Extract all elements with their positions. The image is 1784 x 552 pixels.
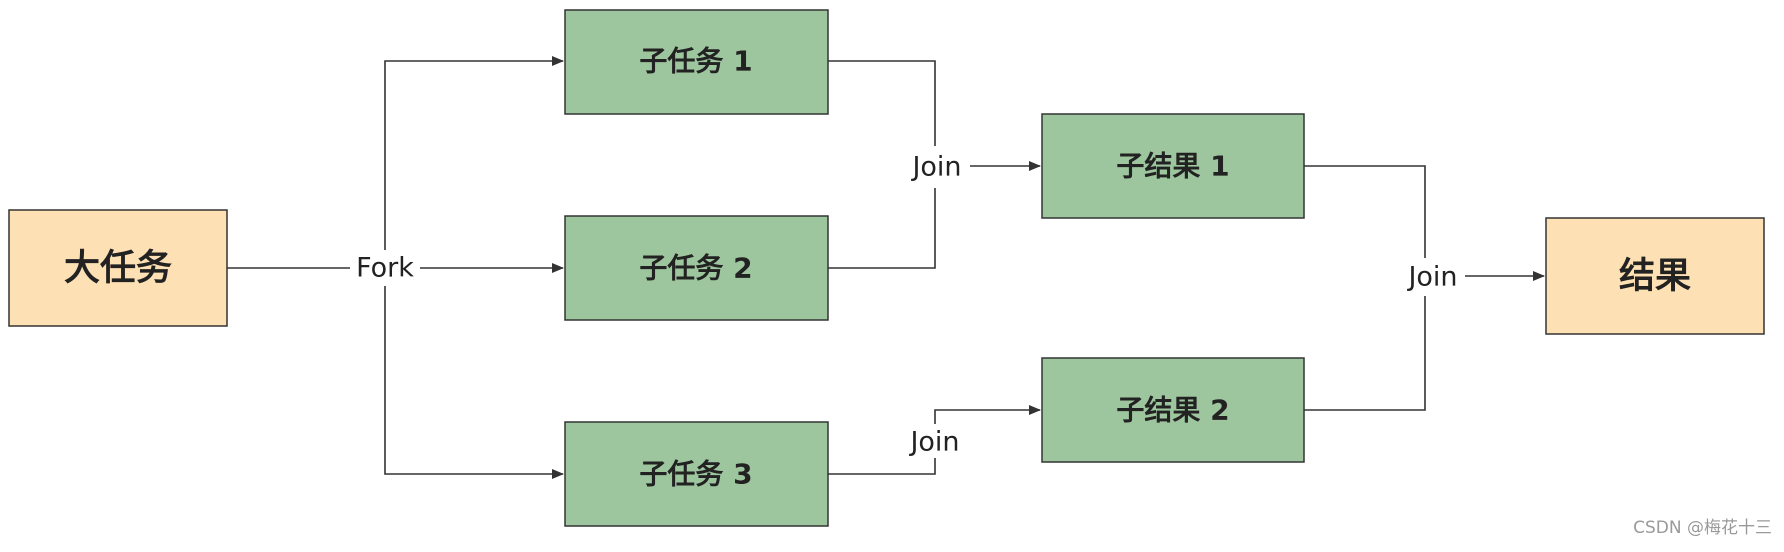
node-big-task: 大任务	[8, 209, 228, 327]
arrow-fork-to-subtask-1	[384, 56, 564, 250]
join-1-label: Join	[910, 152, 961, 183]
line-subtask-3-to-join-2	[828, 458, 936, 475]
subtask-3-box	[564, 421, 829, 527]
subresult-2-label: 子结果 2	[1116, 394, 1229, 427]
node-subtask-2: 子任务 2	[564, 215, 829, 321]
line-subresult-2-to-join-final	[1304, 296, 1426, 411]
subtask-1-label: 子任务 1	[639, 45, 752, 78]
big-task-label: 大任务	[64, 248, 172, 289]
node-subtask-3: 子任务 3	[564, 421, 829, 527]
subtask-3-label: 子任务 3	[639, 458, 752, 491]
node-subresult-1: 子结果 1	[1041, 113, 1305, 219]
connection-lines	[227, 56, 1545, 479]
node-result: 结果	[1545, 217, 1765, 335]
join-2-label: Join	[908, 427, 959, 458]
join-final-label: Join	[1406, 262, 1457, 293]
line-subtask-2-to-join-1	[828, 188, 936, 269]
watermark-text: CSDN @梅花十三	[1633, 518, 1772, 538]
arrow-join-2-to-subresult-2	[934, 405, 1041, 424]
big-task-box	[8, 209, 228, 327]
fork-label: Fork	[356, 253, 414, 284]
arrow-fork-to-subtask-3	[384, 286, 564, 479]
subtask-2-label: 子任务 2	[639, 252, 752, 285]
line-subtask-1-to-join-1	[828, 60, 936, 146]
result-box	[1545, 217, 1765, 335]
subtask-2-box	[564, 215, 829, 321]
result-label: 结果	[1619, 256, 1691, 297]
node-subresult-2: 子结果 2	[1041, 357, 1305, 463]
line-subresult-1-to-join-final	[1304, 165, 1426, 258]
subresult-1-label: 子结果 1	[1116, 150, 1229, 183]
subresult-2-box	[1041, 357, 1305, 463]
subtask-1-box	[564, 9, 829, 115]
subresult-1-box	[1041, 113, 1305, 219]
node-subtask-1: 子任务 1	[564, 9, 829, 115]
